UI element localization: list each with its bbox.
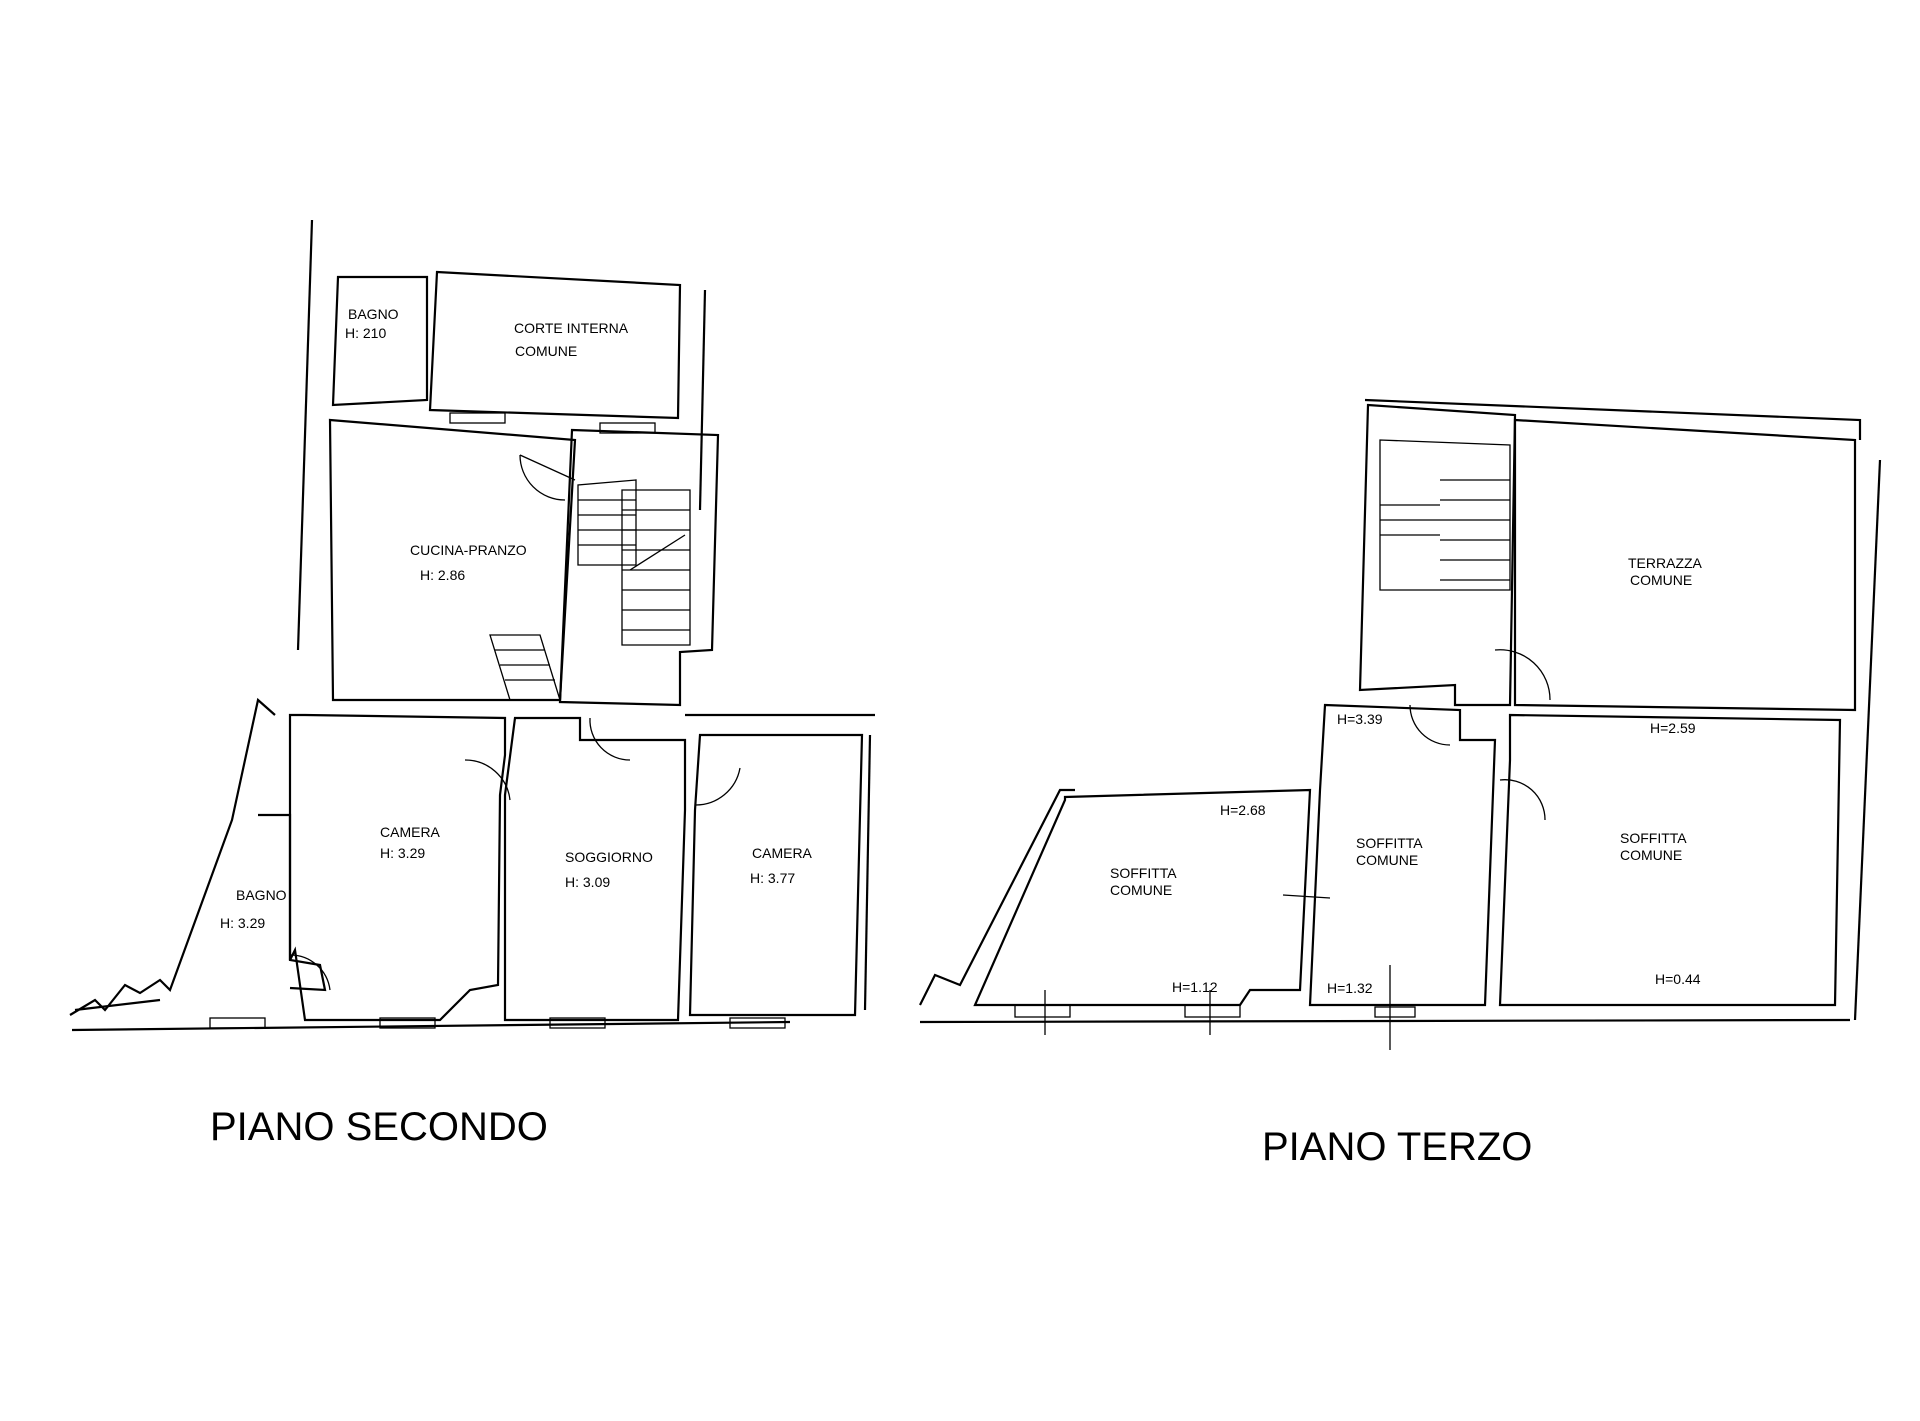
room-sub-terrazza: COMUNE bbox=[1630, 572, 1692, 588]
plan-piano-terzo bbox=[919, 398, 1882, 1050]
room-sub-corte-interna: COMUNE bbox=[515, 343, 577, 359]
height-h112: H=1.12 bbox=[1172, 979, 1218, 995]
room-name-soffitta-right: SOFFITTA bbox=[1620, 830, 1687, 846]
room-name-soffitta-left: SOFFITTA bbox=[1110, 865, 1177, 881]
room-name-bagno-top: BAGNO bbox=[348, 306, 399, 322]
room-sub-soffitta-left: COMUNE bbox=[1110, 882, 1172, 898]
height-h339: H=3.39 bbox=[1337, 711, 1383, 727]
room-height-bagno-left: H: 3.29 bbox=[220, 915, 265, 931]
plan-piano-secondo bbox=[69, 219, 875, 1032]
height-h044: H=0.44 bbox=[1655, 971, 1701, 987]
labels-piano-terzo: TERRAZZA COMUNE SOFFITTA COMUNE SOFFITTA… bbox=[1110, 555, 1703, 1169]
floor-title-piano-terzo: PIANO TERZO bbox=[1262, 1125, 1532, 1169]
room-name-camera-left: CAMERA bbox=[380, 824, 441, 840]
room-height-cucina-pranzo: H: 2.86 bbox=[420, 567, 465, 583]
room-name-cucina-pranzo: CUCINA-PRANZO bbox=[410, 542, 527, 558]
room-name-soffitta-middle: SOFFITTA bbox=[1356, 835, 1423, 851]
room-name-bagno-left: BAGNO bbox=[236, 887, 287, 903]
room-sub-soffitta-right: COMUNE bbox=[1620, 847, 1682, 863]
labels-piano-secondo: BAGNO H: 210 CORTE INTERNA COMUNE CUCINA… bbox=[210, 306, 813, 1149]
room-name-terrazza: TERRAZZA bbox=[1628, 555, 1703, 571]
height-h259: H=2.59 bbox=[1650, 720, 1696, 736]
room-height-camera-right: H: 3.77 bbox=[750, 870, 795, 886]
room-name-camera-right: CAMERA bbox=[752, 845, 813, 861]
room-name-soggiorno: SOGGIORNO bbox=[565, 849, 653, 865]
room-height-soggiorno: H: 3.09 bbox=[565, 874, 610, 890]
floor-title-piano-secondo: PIANO SECONDO bbox=[210, 1105, 548, 1149]
room-height-camera-left: H: 3.29 bbox=[380, 845, 425, 861]
room-name-corte-interna: CORTE INTERNA bbox=[514, 320, 629, 336]
height-h268: H=2.68 bbox=[1220, 802, 1266, 818]
height-h132: H=1.32 bbox=[1327, 980, 1373, 996]
room-sub-soffitta-middle: COMUNE bbox=[1356, 852, 1418, 868]
room-height-bagno-top: H: 210 bbox=[345, 325, 386, 341]
